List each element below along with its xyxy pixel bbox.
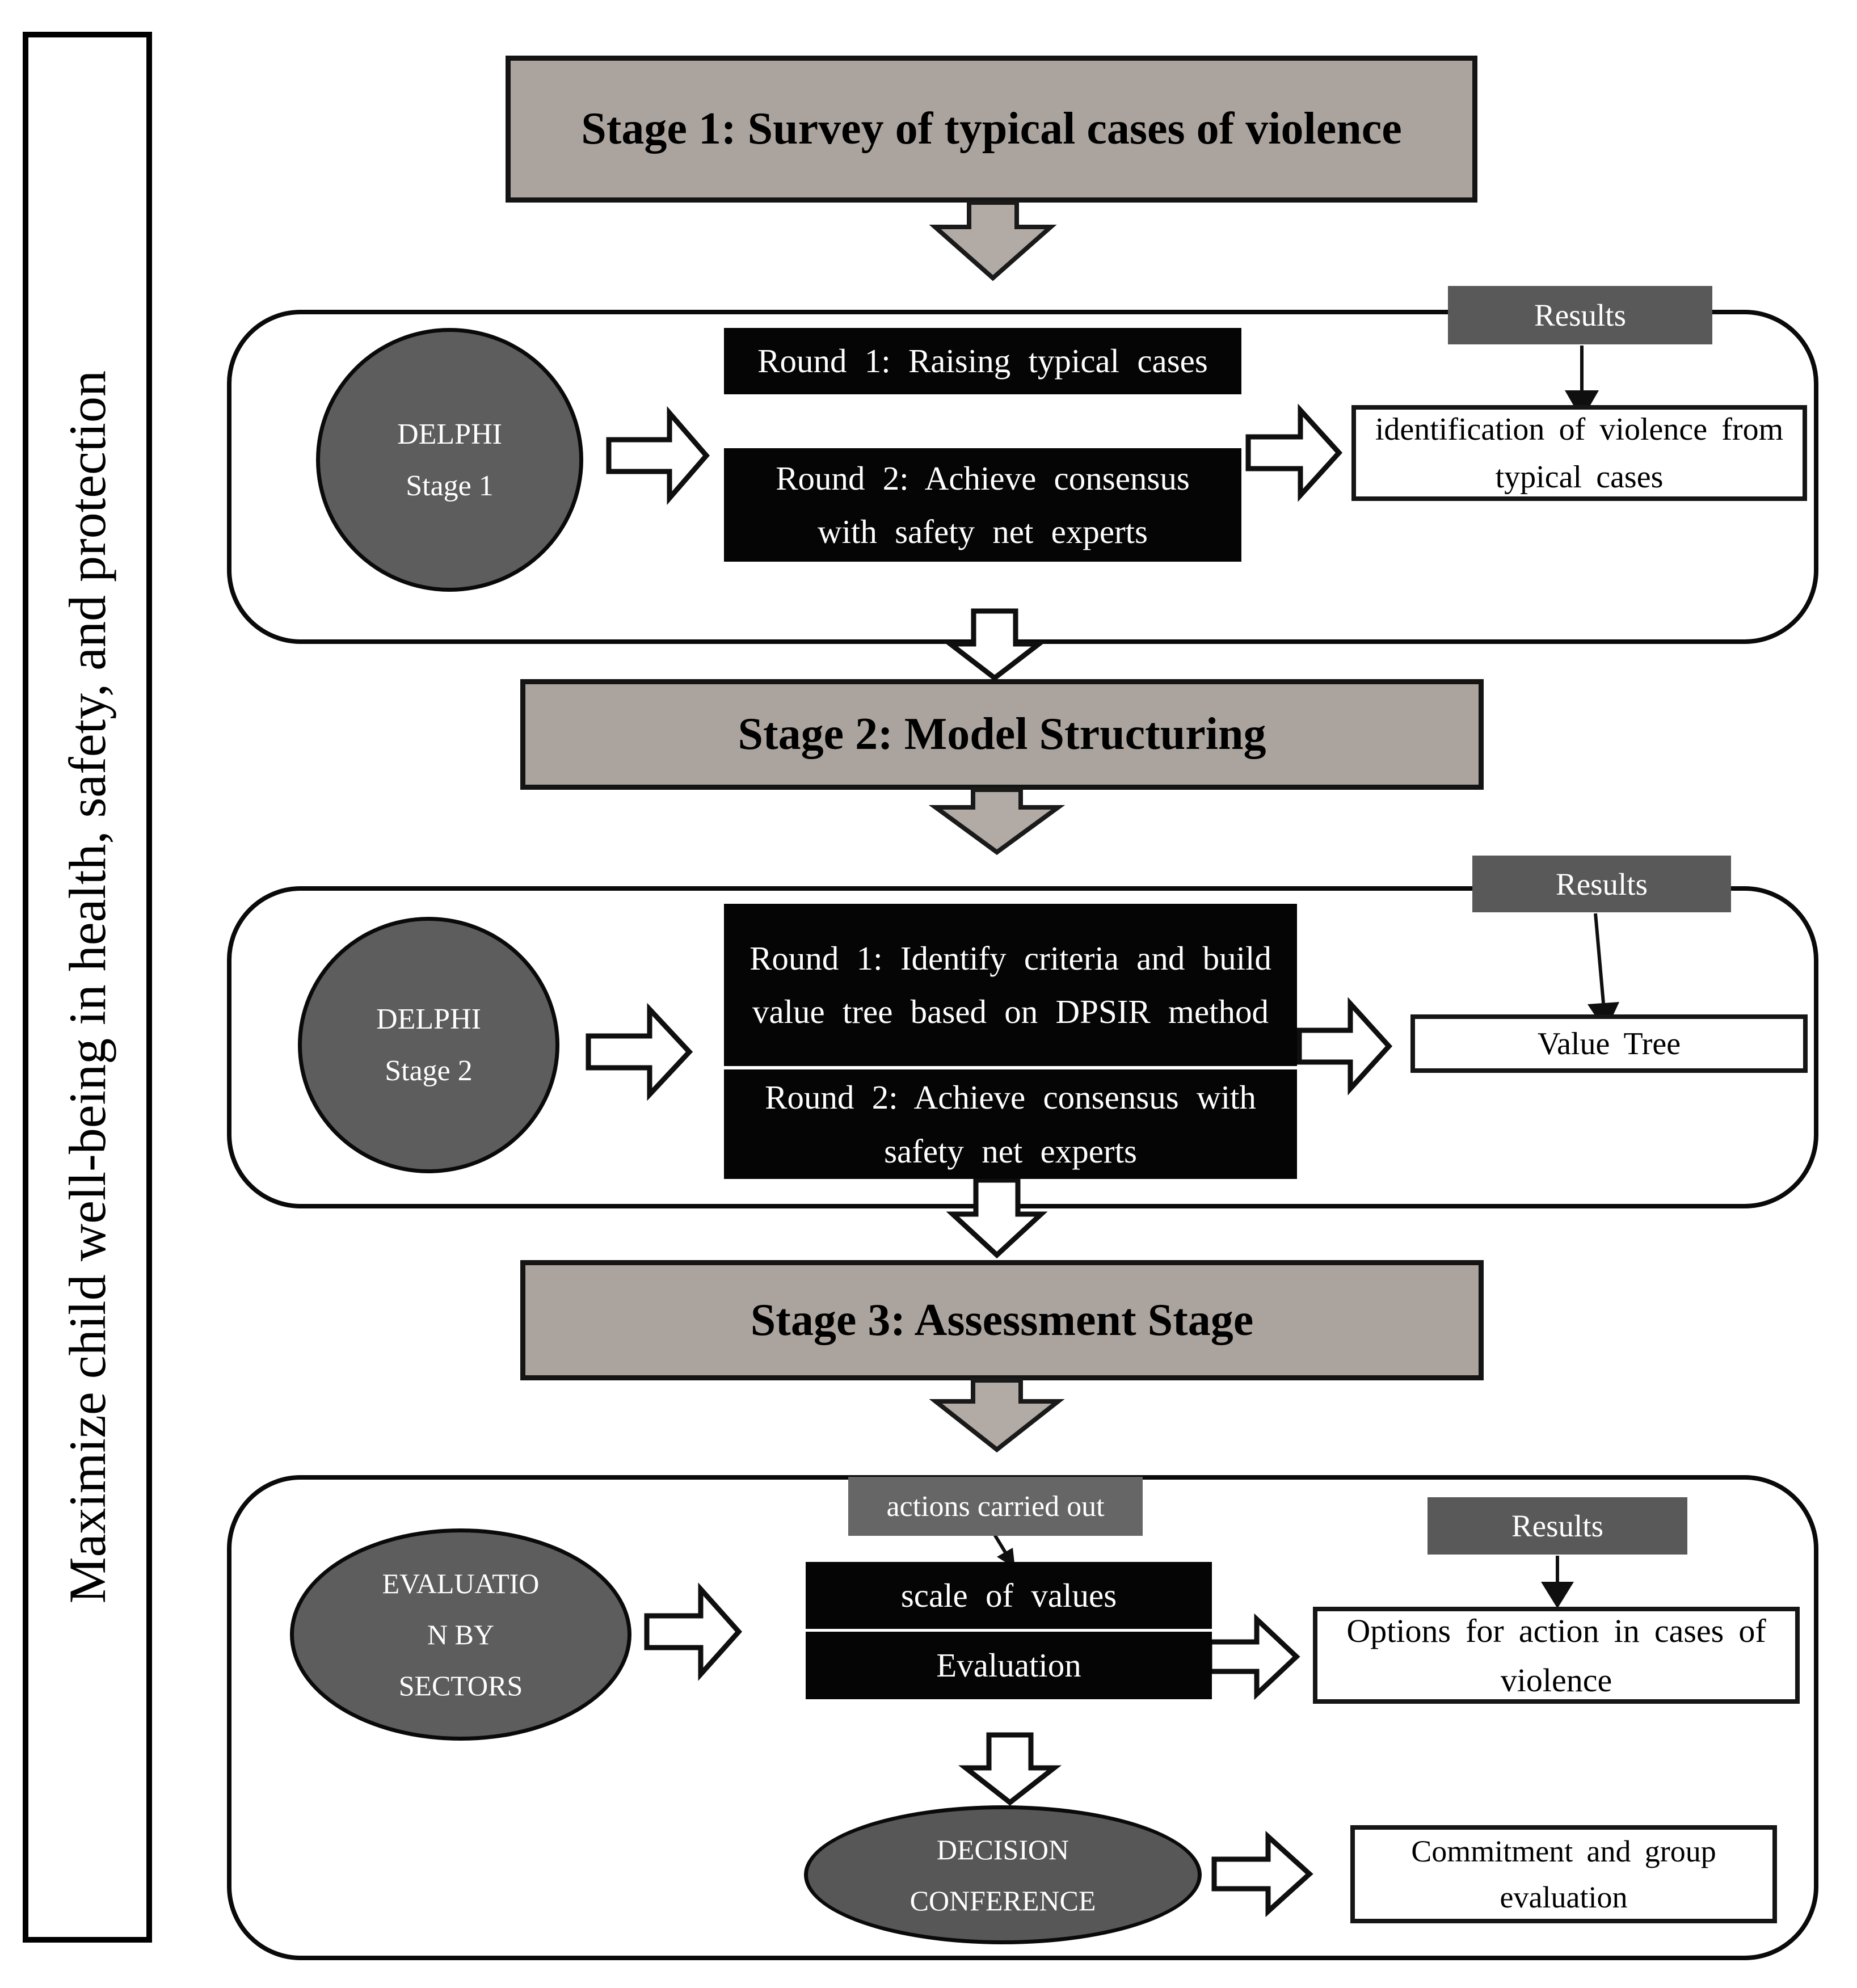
stage1-round1-box: Round 1: Raising typical cases xyxy=(724,328,1241,394)
decision-conference-label: DECISION CONFERENCE xyxy=(909,1833,1096,1917)
evaluation-box: Evaluation xyxy=(806,1632,1212,1699)
stage1-down-arrow xyxy=(929,200,1057,281)
stage2-round1-label: Round 1: Identify criteria and build val… xyxy=(749,939,1271,1030)
scale-of-values-box: scale of values xyxy=(806,1562,1212,1629)
evaluation-by-sectors-label: EVALUATIO N BY SECTORS xyxy=(382,1568,540,1701)
goal-sidebar: Maximize child well-being in health, saf… xyxy=(23,32,152,1943)
stage2-result-label: Value Tree xyxy=(1537,1026,1681,1062)
stage1-round2-box: Round 2: Achieve consensus with safety n… xyxy=(724,448,1241,562)
stage1-result-box: identification of violence from typical … xyxy=(1351,405,1807,501)
stage3-down-arrow xyxy=(929,1378,1065,1453)
stage3-banner-label: Stage 3: Assessment Stage xyxy=(750,1295,1254,1345)
stage2-down-arrow xyxy=(928,787,1066,855)
stage2-round1-box: Round 1: Identify criteria and build val… xyxy=(724,904,1297,1066)
stage1-results-box: Results xyxy=(1448,286,1712,344)
stage1-banner: Stage 1: Survey of typical cases of viol… xyxy=(506,56,1477,203)
stage3-result-label: Options for action in cases of violence xyxy=(1346,1612,1766,1699)
scale-of-values-label: scale of values xyxy=(900,1576,1117,1614)
delphi-stage2-label: DELPHI Stage 2 xyxy=(376,1003,481,1087)
stage1-result-label: identification of violence from typical … xyxy=(1375,411,1784,495)
stage2-result-box: Value Tree xyxy=(1410,1014,1808,1073)
actions-carried-out-label: actions carried out xyxy=(886,1490,1105,1523)
delphi-stage1-ellipse: DELPHI Stage 1 xyxy=(316,328,583,592)
stage2-results-label: Results xyxy=(1556,866,1648,902)
delphi-stage1-label: DELPHI Stage 1 xyxy=(397,418,502,502)
stage2-round2-box: Round 2: Achieve consensus with safety n… xyxy=(724,1069,1297,1179)
stage3-banner: Stage 3: Assessment Stage xyxy=(520,1260,1484,1380)
stage2-banner-label: Stage 2: Model Structuring xyxy=(738,709,1266,759)
stage1-round1-label: Round 1: Raising typical cases xyxy=(757,342,1208,380)
commitment-label: Commitment and group evaluation xyxy=(1411,1834,1716,1914)
evaluation-label: Evaluation xyxy=(936,1646,1081,1684)
stage1-banner-label: Stage 1: Survey of typical cases of viol… xyxy=(581,104,1402,154)
stage2-results-box: Results xyxy=(1472,856,1731,912)
delphi-stage2-ellipse: DELPHI Stage 2 xyxy=(298,917,559,1173)
stage1-results-label: Results xyxy=(1534,298,1626,332)
stage2-round2-label: Round 2: Achieve consensus with safety n… xyxy=(765,1079,1256,1170)
goal-sidebar-label: Maximize child well-being in health, saf… xyxy=(58,370,116,1604)
evaluation-by-sectors-ellipse: EVALUATIO N BY SECTORS xyxy=(290,1528,631,1741)
stage3-results-label: Results xyxy=(1511,1509,1603,1543)
stage1-round2-label: Round 2: Achieve consensus with safety n… xyxy=(776,459,1190,550)
decision-conference-ellipse: DECISION CONFERENCE xyxy=(804,1805,1202,1944)
commitment-box: Commitment and group evaluation xyxy=(1350,1825,1777,1923)
stage3-result-box: Options for action in cases of violence xyxy=(1313,1607,1800,1704)
stage3-results-box: Results xyxy=(1428,1497,1687,1555)
actions-carried-out-box: actions carried out xyxy=(848,1477,1143,1536)
stage2-banner: Stage 2: Model Structuring xyxy=(520,679,1484,790)
